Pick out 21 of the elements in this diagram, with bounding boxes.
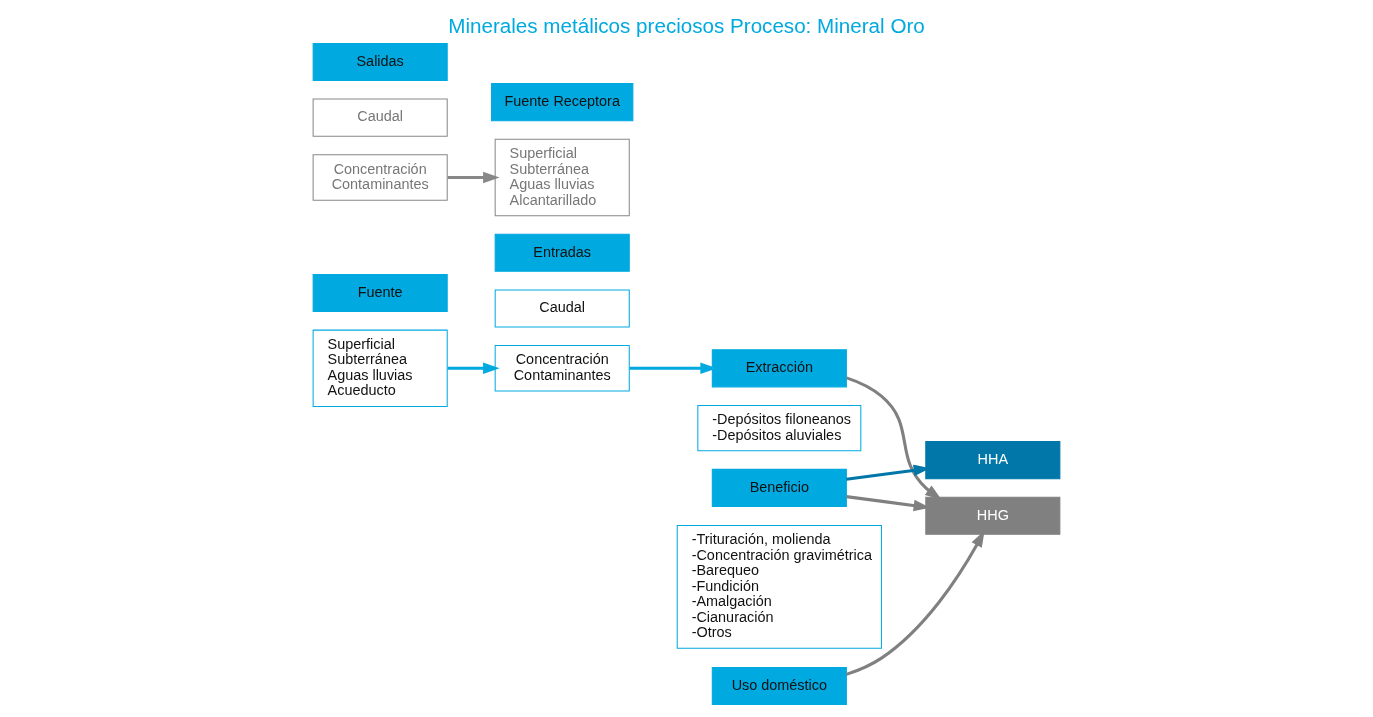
node-box: Beneficio [711,468,847,508]
node-box: Entradas [494,233,630,272]
node-box: Caudal [494,289,630,328]
node-box: Fuente Receptora [491,83,634,122]
arrow [846,376,942,500]
node-box: Salidas [312,42,448,82]
node-box: Caudal [312,98,448,137]
node-box: Uso doméstico [711,666,847,706]
node-box: HHA [925,441,1061,480]
node-box: Fuente [312,273,448,313]
node-box: HHG [925,496,1061,535]
node-box: Concentración Contaminantes [494,345,630,392]
diagram-title: Minerales metálicos preciosos Proceso: Mineral Oro [448,14,925,38]
node-box: Extracción [711,349,847,388]
node-box: Superficial Subterránea Aguas lluvias Alcantarillado [494,138,630,217]
node-box: Concentración Contaminantes [312,154,448,201]
node-box: -Trituración, molienda -Concentración gravimétrica -Barequeo -Fundición -Amalgación -Cianuración -Otros [676,525,882,649]
arrow [447,171,500,184]
node-box: -Depósitos filoneanos -Depósitos aluviales [697,404,862,452]
arrow [447,362,500,375]
node-box: Superficial Subterránea Aguas lluvias Acueducto [312,329,448,407]
